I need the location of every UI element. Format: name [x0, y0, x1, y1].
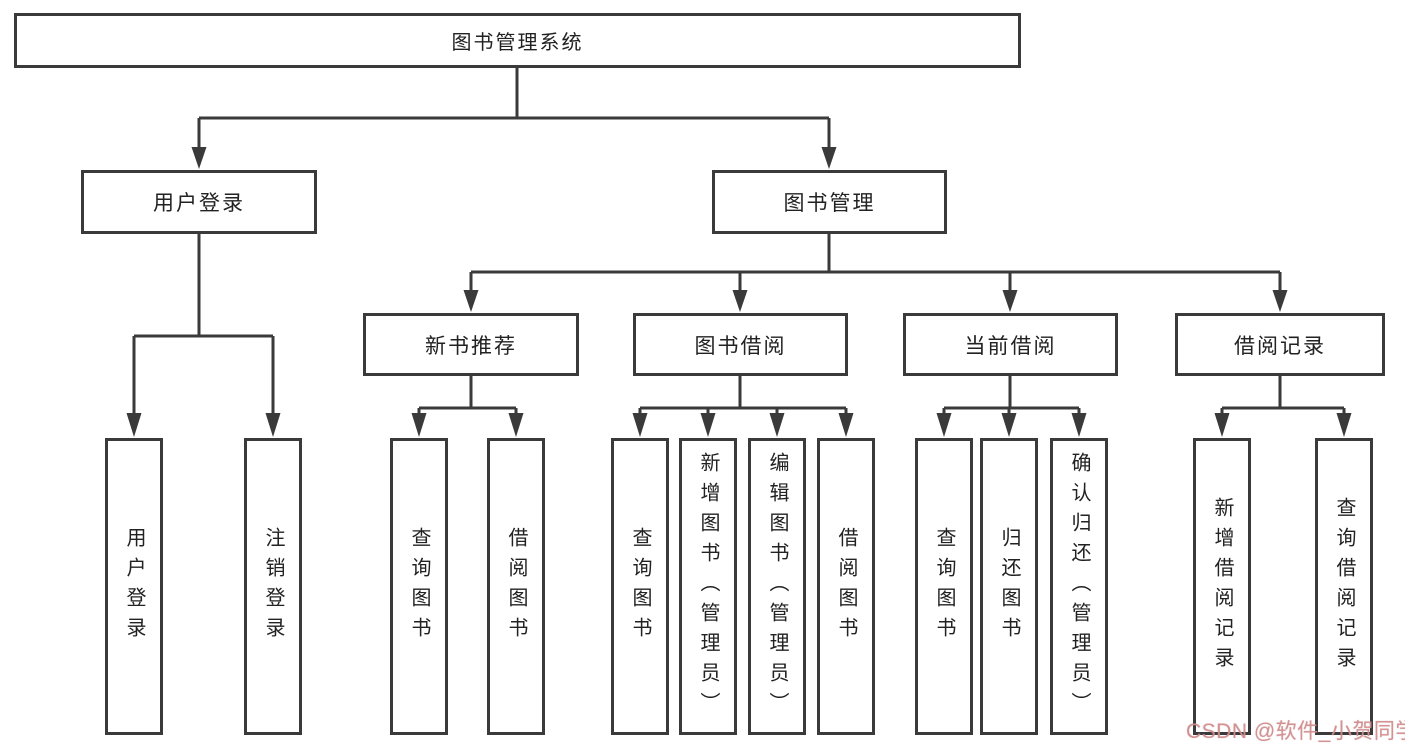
node-label: 查询图书	[408, 526, 430, 647]
node-logout-action: 注销登录	[244, 438, 302, 735]
node-label: 借阅图书	[835, 526, 857, 647]
node-label: 注销登录	[262, 526, 284, 647]
node-label: 编辑图书（管理员）	[766, 451, 788, 722]
node-current-borrowing: 当前借阅	[903, 313, 1118, 376]
node-label: 借阅图书	[505, 526, 527, 647]
node-label: 查询图书	[629, 526, 651, 647]
node-label: 图书管理系统	[451, 32, 584, 54]
node-borrow-books-borrowing: 借阅图书	[817, 438, 875, 735]
node-query-books-current: 查询图书	[915, 438, 973, 735]
arrowheads	[126, 147, 1352, 437]
node-label: 图书借阅	[694, 334, 787, 358]
node-label: 用户登录	[123, 526, 145, 647]
node-new-book-recommend: 新书推荐	[363, 313, 579, 376]
node-query-books-recommend: 查询图书	[390, 438, 448, 735]
node-label: 查询图书	[933, 526, 955, 647]
tree-edges	[132, 68, 1346, 416]
node-confirm-return-admin: 确认归还（管理员）	[1050, 438, 1108, 735]
node-label: 新增借阅记录	[1211, 496, 1233, 677]
node-user-login-action: 用户登录	[105, 438, 163, 735]
node-label: 新书推荐	[425, 334, 517, 358]
node-book-management: 图书管理	[712, 170, 947, 234]
node-query-books-borrowing: 查询图书	[611, 438, 669, 735]
node-label: 确认归还（管理员）	[1068, 451, 1090, 722]
node-label: 借阅记录	[1234, 334, 1326, 358]
node-add-books-admin: 新增图书（管理员）	[679, 438, 737, 735]
node-book-borrowing: 图书借阅	[633, 313, 848, 376]
node-query-borrow-record: 查询借阅记录	[1315, 438, 1373, 735]
node-add-borrow-record: 新增借阅记录	[1193, 438, 1251, 735]
node-label: 新增图书（管理员）	[697, 451, 719, 722]
node-return-books: 归还图书	[980, 438, 1038, 735]
node-label: 查询借阅记录	[1333, 496, 1355, 677]
node-borrow-books-recommend: 借阅图书	[487, 438, 545, 735]
node-library-system-root: 图书管理系统	[14, 13, 1021, 68]
node-user-login: 用户登录	[81, 170, 317, 234]
node-label: 当前借阅	[964, 334, 1057, 358]
node-borrowing-records: 借阅记录	[1175, 313, 1385, 376]
node-label: 图书管理	[783, 192, 876, 215]
node-label: 用户登录	[153, 192, 245, 215]
node-edit-books-admin: 编辑图书（管理员）	[748, 438, 806, 735]
csdn-watermark: CSDN @软件_小贺同学	[1186, 720, 1405, 743]
node-label: 归还图书	[998, 526, 1020, 647]
